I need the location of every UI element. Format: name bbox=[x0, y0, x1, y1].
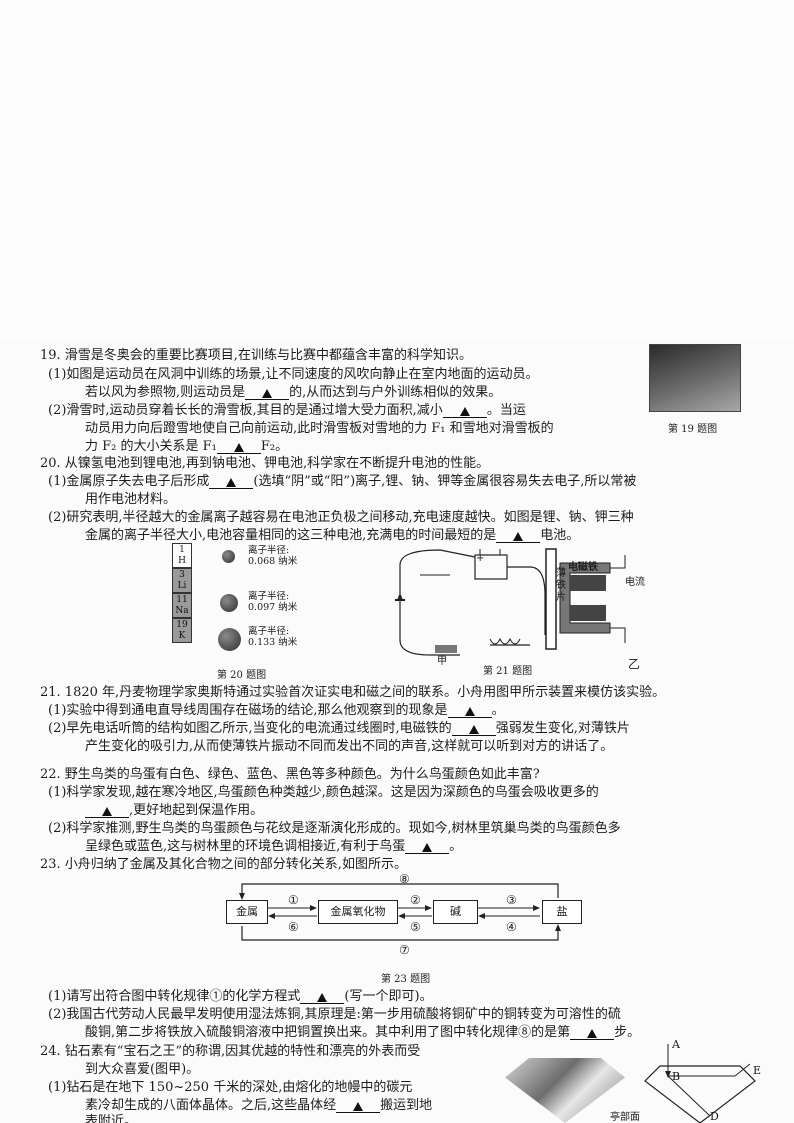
q22-part1-a: (1)科学家发现,越在寒冷地区,鸟蛋颜色种类越少,颜色越深。这是因为深颜色的鸟蛋… bbox=[48, 785, 599, 800]
ion-k-icon bbox=[218, 628, 241, 651]
q23-stem: 23. 小舟归纳了金属及其化合物之间的部分转化关系,如图所示。 bbox=[40, 857, 407, 872]
diamond-photo bbox=[505, 1058, 625, 1123]
radius-k: 离子半径:0.133 纳米 bbox=[248, 626, 298, 648]
q23-caption: 第 23 题图 bbox=[381, 974, 431, 985]
q24-part1-b: 素冷却生成的八面体晶体。之后,这些晶体经搬运到地 bbox=[85, 1098, 433, 1113]
q19-part1-b: 若以风为参照物,则运动员是的,从而达到与户外训练相似的效果。 bbox=[85, 385, 502, 400]
rule-4: ④ bbox=[506, 920, 517, 934]
answer-triangle-icon bbox=[459, 407, 470, 416]
answer-triangle-icon bbox=[353, 1102, 364, 1111]
rule-3: ③ bbox=[506, 893, 517, 907]
answer-triangle-icon bbox=[422, 843, 433, 852]
point-d: D bbox=[710, 1110, 719, 1123]
q21-part1: (1)实验中得到通电直导线周围存在磁场的结论,那么他观察到的现象是。 bbox=[48, 703, 505, 718]
fig21-label-yi: 乙 bbox=[628, 657, 641, 671]
q20-part2-a: (2)研究表明,半径越大的金属离子越容易在电池正负极之间移动,充电速度越快。如图… bbox=[48, 510, 634, 525]
answer-triangle-icon bbox=[513, 532, 524, 541]
q21-part2-a: (2)早先电话听筒的结构如图乙所示,当变化的电流通过线圈时,电磁铁的强弱发生变化… bbox=[48, 721, 630, 736]
rule-8: ⑧ bbox=[399, 872, 410, 886]
answer-blank[interactable] bbox=[496, 529, 541, 543]
answer-blank[interactable] bbox=[442, 404, 487, 418]
q22-stem: 22. 野生鸟类的鸟蛋有白色、绿色、蓝色、黑色等多种颜色。为什么鸟蛋颜色如此丰富… bbox=[40, 767, 540, 782]
q20-caption: 第 20 题图 bbox=[217, 670, 267, 681]
answer-triangle-icon bbox=[317, 993, 328, 1002]
telephone-receiver-diagram bbox=[545, 548, 626, 650]
rule-5: ⑤ bbox=[410, 920, 421, 934]
q24-stem-1: 24. 钻石素有“宝石之王”的称谓,因其优越的特性和漂亮的外表而受 bbox=[40, 1044, 421, 1059]
fig21-label-jia: 甲 bbox=[437, 656, 447, 667]
conversion-diagram-frame bbox=[239, 883, 561, 941]
label-iron-sheet: 薄铁片 bbox=[556, 568, 566, 603]
radius-na: 离子半径:0.097 纳米 bbox=[248, 591, 298, 613]
q24-part1-c: 表附近。 bbox=[85, 1114, 138, 1123]
q21-caption: 第 21 题图 bbox=[483, 666, 533, 677]
ion-na-icon bbox=[220, 594, 238, 612]
box-metal: 金属 bbox=[226, 900, 268, 924]
rule-2: ② bbox=[410, 893, 421, 907]
q24-stem-2: 到大众喜爱(图甲)。 bbox=[85, 1062, 200, 1077]
q20-part1-b: 用作电池材料。 bbox=[85, 492, 177, 507]
answer-blank[interactable] bbox=[570, 1026, 615, 1040]
answer-triangle-icon bbox=[262, 389, 273, 398]
rule-6: ⑥ bbox=[288, 920, 299, 934]
ion-li-icon bbox=[222, 550, 235, 563]
box-base: 碱 bbox=[433, 900, 478, 924]
q23-part2-b: 酸铜,第二步将铁放入硫酸铜溶液中把铜置换出来。其中利用了图中转化规律⑧的是第步。 bbox=[85, 1025, 641, 1040]
q19-stem: 19. 滑雪是冬奥会的重要比赛项目,在训练与比赛中都蕴含丰富的科学知识。 bbox=[40, 348, 472, 363]
point-b: B bbox=[672, 1070, 681, 1083]
pavilion-label: 亭部面 bbox=[610, 1112, 640, 1123]
box-salt: 盐 bbox=[542, 900, 582, 924]
answer-blank[interactable] bbox=[209, 475, 254, 489]
answer-blank[interactable] bbox=[85, 804, 129, 818]
q22-part2-b: 呈绿色或蓝色,这与树林里的环境色调相接近,有利于鸟蛋。 bbox=[85, 839, 463, 854]
answer-blank[interactable] bbox=[405, 840, 450, 854]
fig21-plus: + bbox=[476, 553, 485, 564]
answer-blank[interactable] bbox=[336, 1099, 381, 1113]
answer-triangle-icon bbox=[226, 478, 237, 487]
oersted-apparatus-diagram bbox=[395, 549, 546, 656]
point-a: A bbox=[672, 1038, 680, 1051]
q20-part1-a: (1)金属原子失去电子后形成(选填“阴”或“阳”)离子,锂、钠、钾等金属很容易失… bbox=[48, 474, 637, 489]
q20-stem: 20. 从镍氢电池到锂电池,再到钠电池、钾电池,科学家在不断提升电池的性能。 bbox=[40, 456, 490, 471]
box-metal-oxide: 金属氧化物 bbox=[318, 900, 398, 924]
q19-caption: 第 19 题图 bbox=[668, 424, 718, 435]
q19-part1-a: (1)如图是运动员在风洞中训练的场景,让不同速度的风吹向静止在室内地面的运动员。 bbox=[48, 367, 539, 382]
answer-triangle-icon bbox=[464, 707, 475, 716]
answer-blank[interactable] bbox=[447, 704, 492, 718]
q22-part1-b: ,更好地起到保温作用。 bbox=[85, 802, 263, 819]
q21-part2-b: 产生变化的吸引力,从而使薄铁片振动不同而发出不同的声音,这样就可以听到对方的讲话… bbox=[85, 739, 614, 754]
q21-stem: 21. 1820 年,丹麦物理学家奥斯特通过实验首次证实电和磁之间的联系。小舟用… bbox=[40, 685, 666, 700]
q23-part1: (1)请写出符合图中转化规律①的化学方程式(写一个即可)。 bbox=[48, 989, 433, 1004]
rule-1: ① bbox=[288, 893, 299, 907]
answer-triangle-icon bbox=[468, 725, 479, 734]
q23-part2-a: (2)我国古代劳动人民最早发明使用湿法炼铜,其原理是:第一步用硫酸将铜矿中的铜转… bbox=[48, 1007, 621, 1022]
radius-li: 离子半径:0.068 纳米 bbox=[248, 545, 298, 567]
q24-part1-a: (1)钻石是在地下 150~250 千米的深处,由熔化的地幔中的碳元 bbox=[48, 1080, 413, 1095]
rule-7: ⑦ bbox=[399, 943, 410, 957]
wind-tunnel-photo bbox=[649, 344, 741, 412]
answer-blank[interactable] bbox=[451, 722, 496, 736]
answer-blank[interactable] bbox=[216, 440, 261, 454]
diamond-light-path-diagram bbox=[644, 1044, 756, 1123]
label-current: 电流 bbox=[625, 577, 645, 588]
q20-part2-b: 金属的离子半径大小,电池容量相同的这三种电池,充满电的时间最短的是电池。 bbox=[85, 528, 580, 543]
q19-part2-b: 动员用力向后蹬雪地使自己向前运动,此时滑雪板对雪地的力 F₁ 和雪地对滑雪板的 bbox=[85, 421, 554, 436]
q19-part2-a: (2)滑雪时,运动员穿着长长的滑雪板,其目的是通过增大受力面积,减小。当运 bbox=[48, 403, 526, 418]
label-electromagnet: 电磁铁 bbox=[568, 562, 598, 573]
answer-triangle-icon bbox=[233, 443, 244, 452]
answer-triangle-icon bbox=[102, 807, 112, 816]
answer-triangle-icon bbox=[587, 1029, 598, 1038]
blank-top-area bbox=[0, 0, 794, 340]
answer-blank[interactable] bbox=[300, 990, 345, 1004]
answer-blank[interactable] bbox=[245, 386, 290, 400]
q22-part2-a: (2)科学家推测,野生鸟类的鸟蛋颜色与花纹是逐渐演化形成的。现如今,树林里筑巢鸟… bbox=[48, 821, 621, 836]
point-e: E bbox=[753, 1064, 762, 1077]
